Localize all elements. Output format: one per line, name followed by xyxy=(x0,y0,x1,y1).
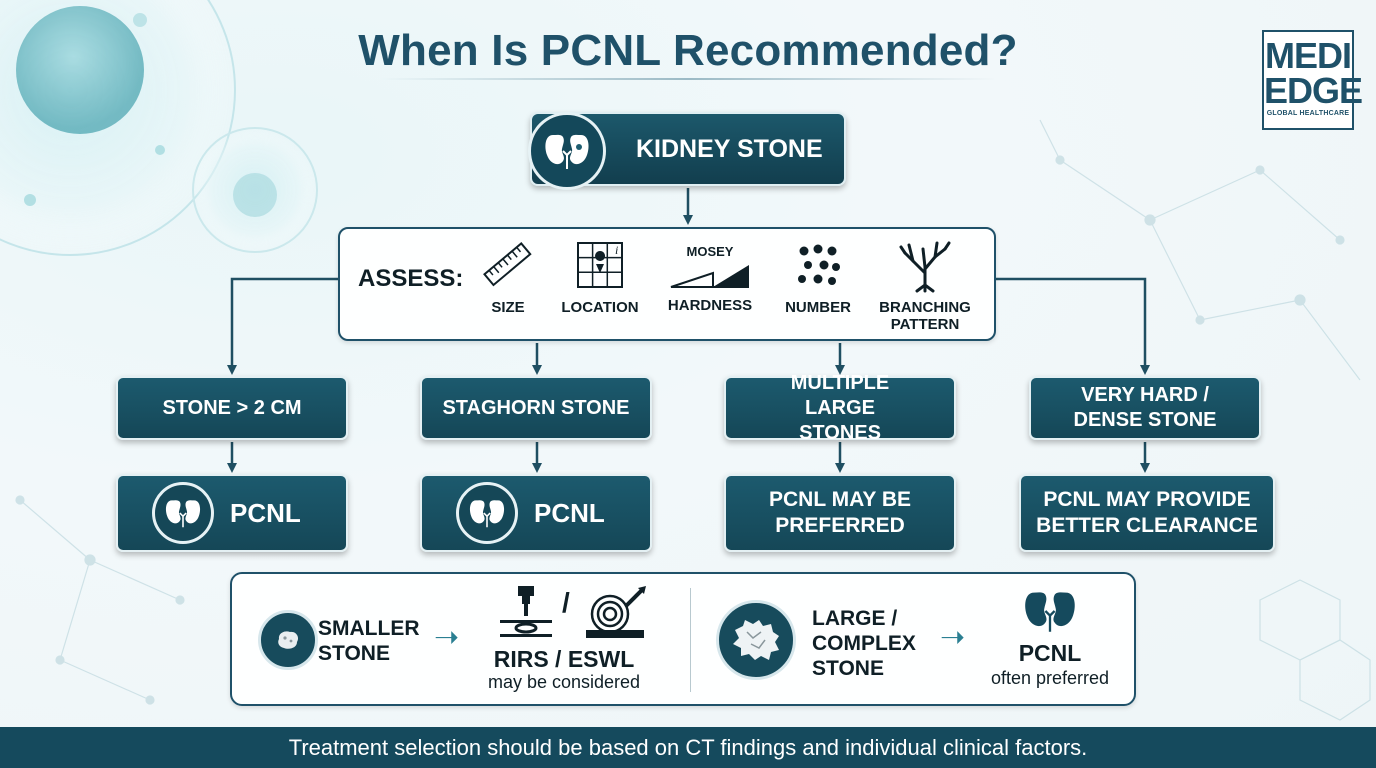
criterion-size-label: SIZE xyxy=(491,299,525,316)
criterion-number-label: NUMBER xyxy=(785,299,851,316)
condition-staghorn: STAGHORN STONE xyxy=(420,376,652,440)
large-stone-option: PCNL xyxy=(1018,640,1082,666)
cell-illustration xyxy=(0,0,318,256)
criterion-hardness-label: HARDNESS xyxy=(667,297,753,314)
result-4-pcnl-clearance: PCNL MAY PROVIDE BETTER CLEARANCE xyxy=(1019,474,1275,552)
stone-size-comparison: SMALLER STONE ➝ / RIRS / ESWL may be con… xyxy=(230,572,1136,706)
arrow-assess-to-cond-4 xyxy=(996,277,1150,375)
kidney-icon xyxy=(528,112,606,190)
condition-multiple-large: MULTIPLE LARGE STONES xyxy=(724,372,956,444)
root-node-kidney-stone: KIDNEY STONE xyxy=(528,112,846,190)
criterion-branching: BRANCHING PATTERN xyxy=(870,237,980,333)
logo-line-1: MEDI xyxy=(1265,35,1352,76)
rirs-instrument-icon xyxy=(500,586,552,637)
dots-number-icon xyxy=(798,244,840,285)
hardness-scale-label: MOSEY xyxy=(686,244,734,259)
result-3-pcnl-preferred: PCNL MAY BE PREFERRED xyxy=(724,474,956,552)
criterion-location-label: LOCATION xyxy=(561,299,639,316)
condition-very-hard: VERY HARD / DENSE STONE xyxy=(1029,376,1261,440)
result-1-pcnl: PCNL xyxy=(116,474,348,552)
svg-text:i: i xyxy=(615,243,618,257)
footer-disclaimer: Treatment selection should be based on C… xyxy=(0,727,1376,768)
criterion-branching-label: BRANCHING PATTERN xyxy=(879,299,971,333)
tree-branch-icon xyxy=(899,241,951,293)
ruler-icon xyxy=(483,242,532,287)
criterion-hardness: MOSEY HARDNESS xyxy=(660,244,760,315)
brand-logo: MEDI EDGE GLOBAL HEALTHCARE xyxy=(1262,30,1363,130)
criterion-number: NUMBER xyxy=(776,237,860,316)
small-stone-icon xyxy=(258,610,318,670)
arrow-assess-to-cond-1 xyxy=(227,277,338,375)
large-complex-stone-icon xyxy=(716,600,796,680)
large-stone-note: often preferred xyxy=(990,668,1110,688)
small-stone-label: SMALLER STONE xyxy=(318,617,420,665)
small-stone-note: may be considered xyxy=(487,672,641,692)
result-2-label: PCNL xyxy=(534,498,605,528)
root-node-label: KIDNEY STONE xyxy=(636,135,823,163)
title-underline xyxy=(380,78,996,80)
arrow-right-icon: ➝ xyxy=(940,621,966,654)
large-stone-label: LARGE / COMPLEX STONE xyxy=(812,607,916,680)
criterion-size: SIZE xyxy=(480,237,536,316)
grid-location-icon: i xyxy=(577,242,623,288)
hardness-scale-icon xyxy=(670,265,749,288)
comparison-divider xyxy=(690,588,691,692)
condition-stone-over-2cm: STONE > 2 CM xyxy=(116,376,348,440)
result-2-pcnl: PCNL xyxy=(420,474,652,552)
kidney-icon xyxy=(152,482,214,544)
kidney-icon xyxy=(1025,592,1075,632)
kidney-icon xyxy=(456,482,518,544)
eswl-shockwave-icon xyxy=(586,586,646,638)
assessment-panel: ASSESS: SIZE i LOCATION xyxy=(338,227,996,341)
assess-label: ASSESS: xyxy=(358,265,464,292)
option-separator: / xyxy=(562,587,570,618)
criterion-location: i LOCATION xyxy=(554,237,646,316)
arrow-right-icon: ➝ xyxy=(434,621,460,654)
result-1-label: PCNL xyxy=(230,498,301,528)
logo-tagline: GLOBAL HEALTHCARE xyxy=(1266,110,1350,117)
logo-line-2: EDGE xyxy=(1264,70,1363,111)
network-pattern xyxy=(15,119,1371,721)
page-title: When Is PCNL Recommended? xyxy=(358,26,1018,75)
small-stone-option: RIRS / ESWL xyxy=(493,646,635,672)
